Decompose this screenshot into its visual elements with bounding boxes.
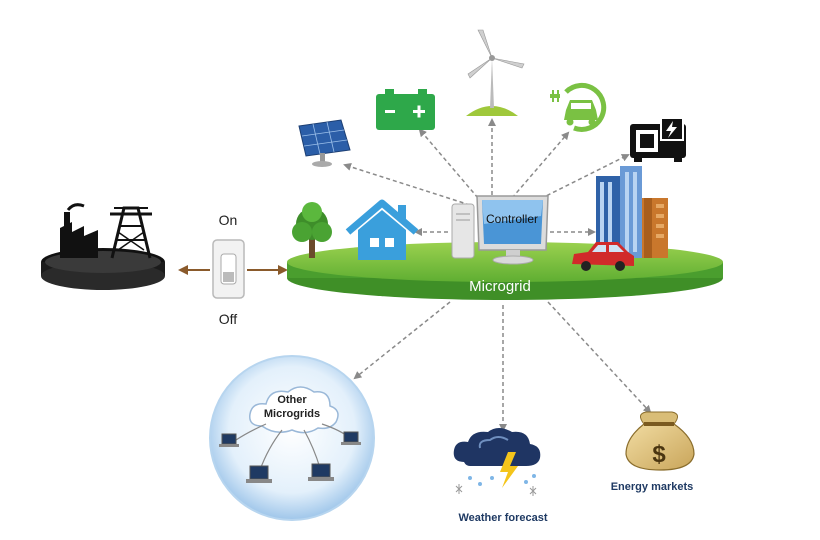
laptop-icon bbox=[341, 431, 361, 445]
car-icon bbox=[572, 242, 634, 271]
arrow-to-solar bbox=[343, 163, 471, 206]
svg-text:$: $ bbox=[652, 441, 666, 468]
switch-on-label: On bbox=[219, 212, 238, 228]
arrow-to-generator bbox=[527, 154, 630, 206]
laptop-icon bbox=[308, 463, 334, 481]
other-microgrids-label-line1: Other bbox=[277, 394, 307, 406]
ev-charger-icon bbox=[550, 82, 607, 132]
money-bag-icon[interactable]: $ bbox=[625, 411, 695, 471]
other-microgrids-globe[interactable] bbox=[209, 355, 375, 521]
switch-off-label: Off bbox=[219, 311, 238, 327]
controller-computer-icon[interactable] bbox=[451, 195, 549, 265]
wind-turbine-icon bbox=[466, 29, 525, 116]
other-microgrids-label-line2: Microgrids bbox=[264, 408, 320, 420]
switch-icon[interactable] bbox=[212, 239, 245, 299]
connector-arrows bbox=[343, 118, 652, 432]
arrow-to-other-microgrids bbox=[353, 301, 451, 380]
battery-icon bbox=[376, 89, 435, 130]
controller-label: Controller bbox=[486, 212, 538, 226]
solar-panel-icon bbox=[298, 119, 351, 167]
generator-icon bbox=[630, 117, 686, 162]
house-icon bbox=[345, 199, 419, 260]
laptop-icon bbox=[219, 433, 239, 447]
arrow-to-battery bbox=[418, 128, 479, 199]
arrow-to-ev-charger bbox=[511, 131, 570, 199]
arrow-to-energy-markets bbox=[547, 301, 652, 414]
storm-cloud-icon[interactable] bbox=[453, 428, 541, 496]
microgrid-label: Microgrid bbox=[469, 278, 531, 295]
tree-icon bbox=[292, 202, 332, 258]
energy-markets-label: Energy markets bbox=[611, 481, 694, 493]
laptop-icon bbox=[246, 465, 272, 483]
power-plant-icon bbox=[41, 203, 165, 290]
weather-forecast-label: Weather forecast bbox=[458, 512, 547, 524]
